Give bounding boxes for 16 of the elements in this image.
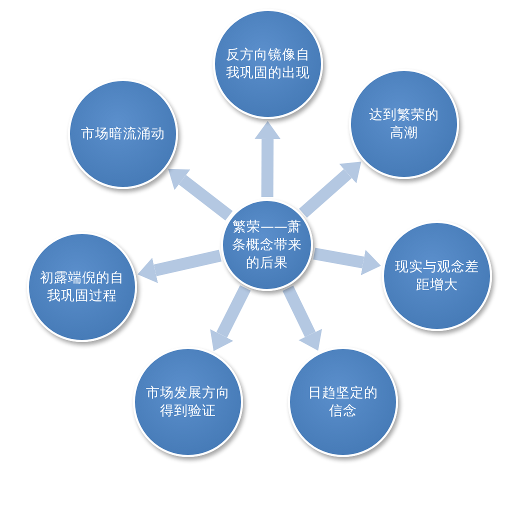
node-text: 初露端倪的自我巩固过程: [40, 269, 124, 305]
node-text: 市场暗流涌动: [81, 125, 165, 143]
node-text: 日趋坚定的信念: [308, 384, 378, 420]
node-text: 繁荣——萧条概念带来的后果: [231, 218, 303, 272]
node-text: 达到繁荣的高潮: [369, 106, 439, 142]
node-text: 现实与观念差距增大: [395, 258, 479, 294]
circle-node: [221, 199, 313, 291]
block-arrow: [313, 248, 381, 276]
block-arrow: [210, 285, 251, 352]
block-arrow: [299, 162, 362, 218]
block-arrow: [138, 250, 222, 284]
node-text: 反方向镜像自我巩固的出现: [226, 46, 310, 82]
block-arrow: [254, 121, 281, 198]
block-arrow: [168, 168, 233, 220]
node-text: 市场发展方向得到验证: [146, 384, 230, 420]
block-arrow: [282, 286, 322, 351]
